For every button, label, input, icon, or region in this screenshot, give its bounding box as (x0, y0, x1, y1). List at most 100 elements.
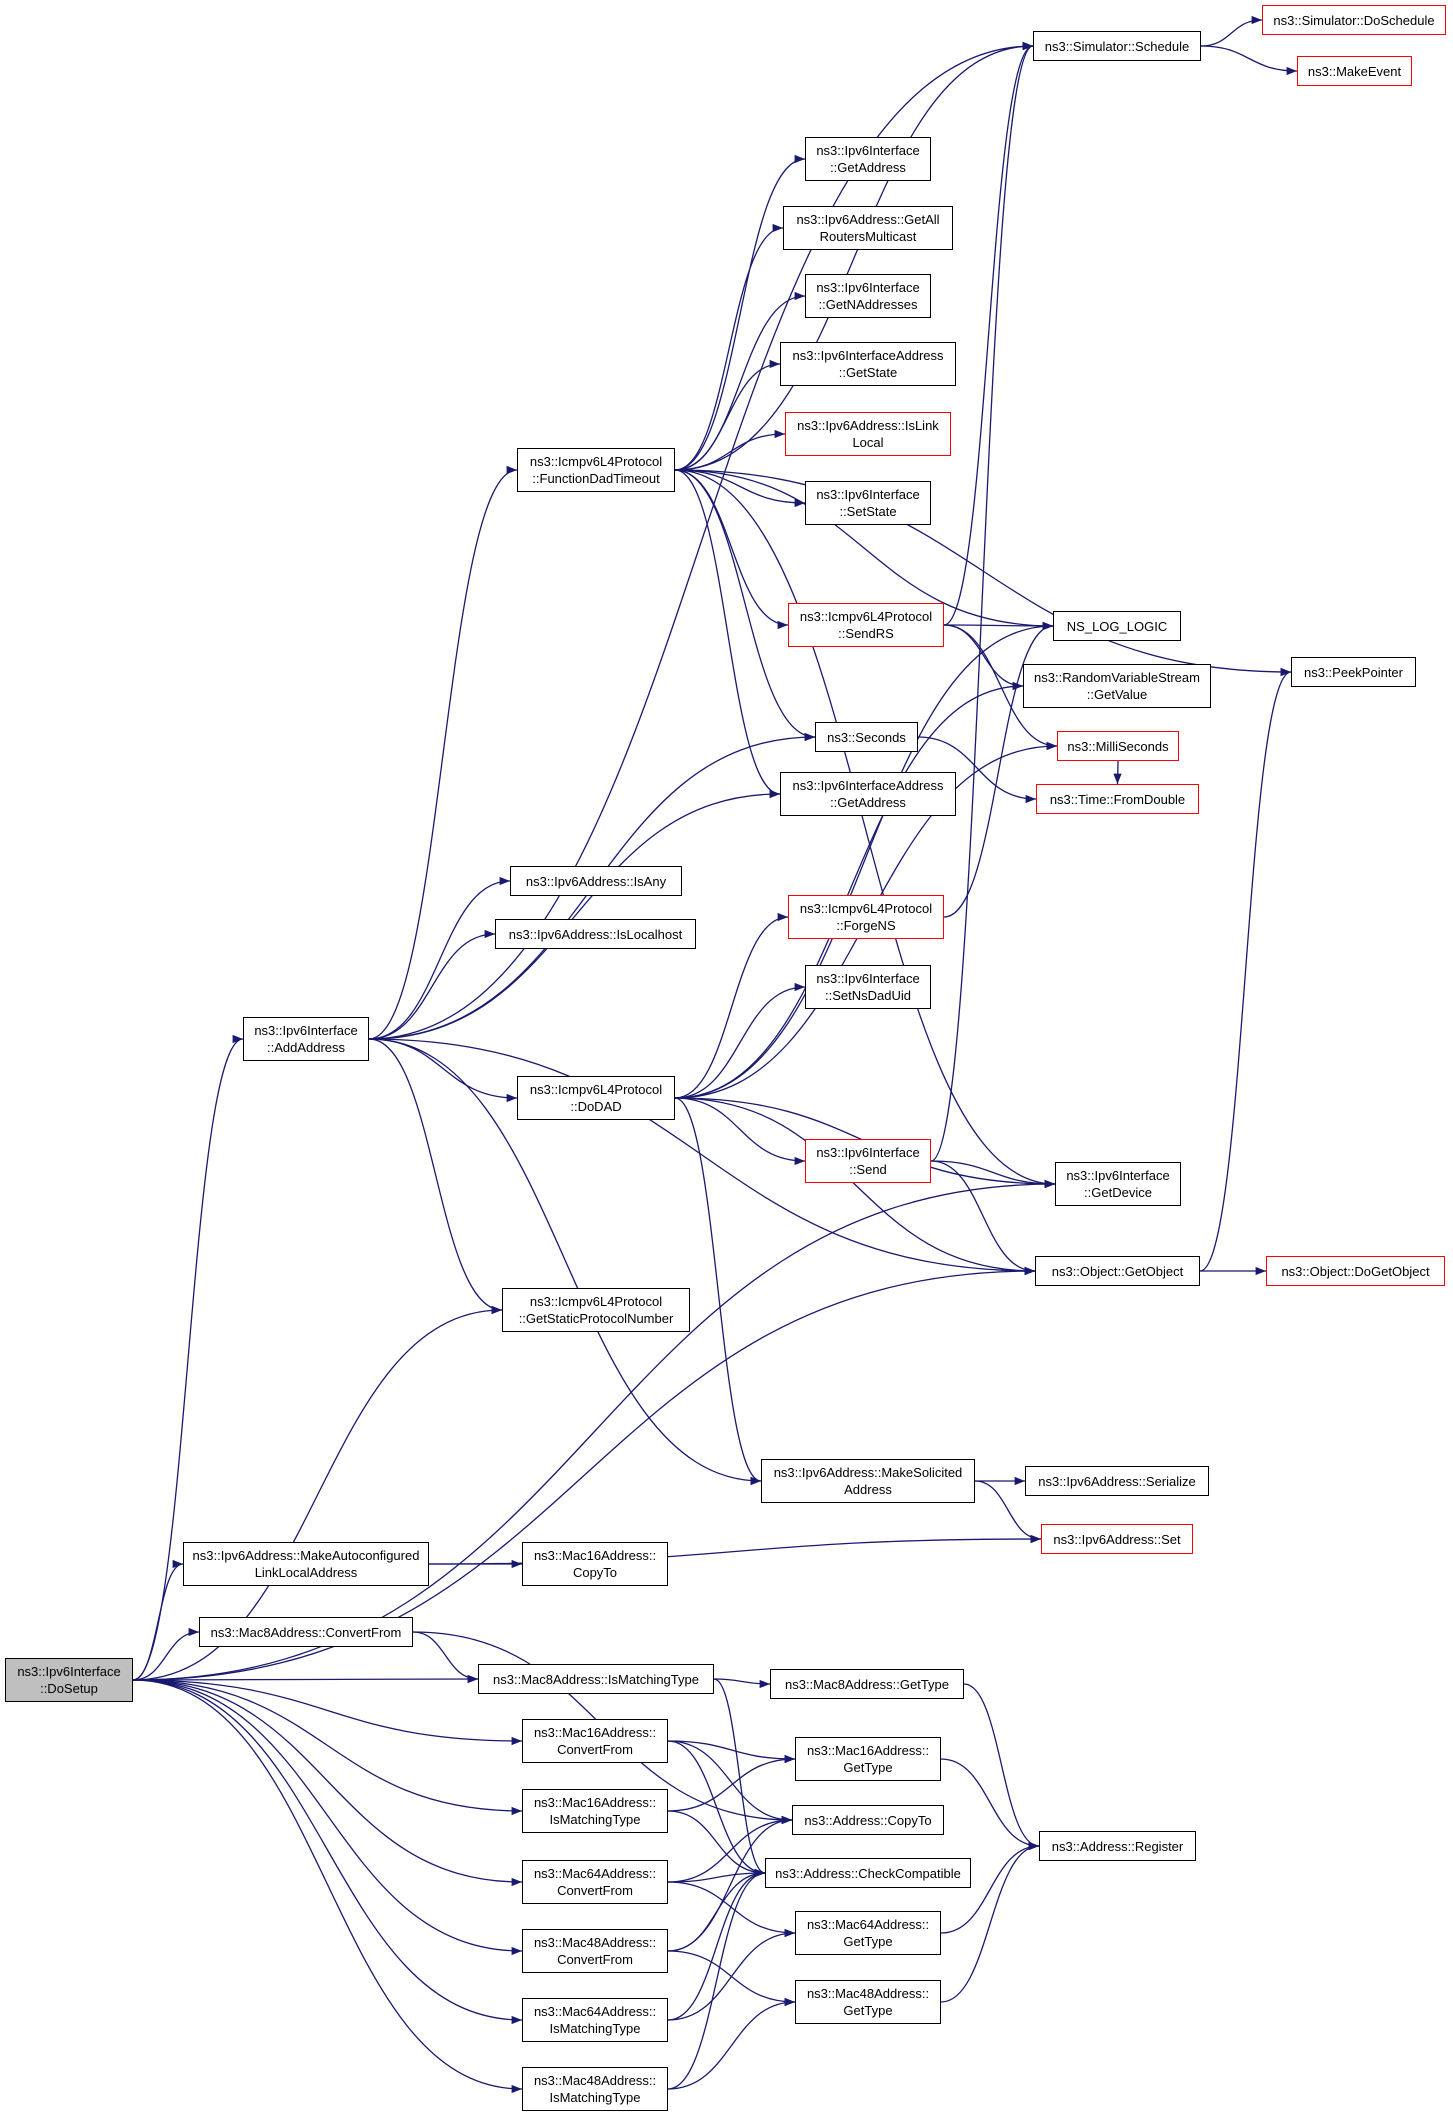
node-ipv6interface-setnsdaduid[interactable]: ns3::Ipv6Interface::SetNsDadUid (805, 965, 931, 1009)
node-label: ns3::Mac8Address::GetType (784, 1676, 950, 1692)
node-label: ::GetDevice (1084, 1185, 1152, 1200)
node-label: ns3::PeekPointer (1303, 664, 1403, 680)
node-ipv6interfaceaddress-getaddress[interactable]: ns3::Ipv6InterfaceAddress::GetAddress (780, 772, 956, 816)
call-edge (943, 621, 1054, 631)
node-ipv6address-serialize[interactable]: ns3::Ipv6Address::Serialize (1025, 1466, 1209, 1496)
call-edge (368, 465, 518, 1040)
node-label: ::GetStaticProtocolNumber (518, 1311, 674, 1326)
node-label: ns3::Ipv6Address::MakeAutoconfigured (192, 1548, 420, 1563)
call-edge (1199, 667, 1292, 1272)
node-label: ns3::Seconds (827, 729, 906, 745)
node-ipv6interface-setstate[interactable]: ns3::Ipv6Interface::SetState (805, 481, 931, 525)
call-edge (667, 1810, 766, 1878)
node-label: ::ForgeNS (836, 918, 896, 933)
node-mac48address-convertfrom[interactable]: ns3::Mac48Address::ConvertFrom (522, 1929, 668, 1973)
node-label: ns3::Ipv6Interface (816, 1145, 920, 1160)
node-mac8address-gettype[interactable]: ns3::Mac8Address::GetType (770, 1669, 964, 1699)
node-mac8address-convertfrom[interactable]: ns3::Mac8Address::ConvertFrom (199, 1617, 413, 1647)
node-label: ::FunctionDadTimeout (532, 471, 660, 486)
node-ns-log-logic[interactable]: NS_LOG_LOGIC (1053, 611, 1181, 641)
node-ipv6interface-send[interactable]: ns3::Ipv6Interface::Send (805, 1139, 931, 1183)
node-mac16address-gettype[interactable]: ns3::Mac16Address::GetType (795, 1737, 941, 1781)
node-mac64address-ismatchingtype[interactable]: ns3::Mac64Address::IsMatchingType (522, 1998, 668, 2042)
node-label: ns3::Simulator::Schedule (1044, 38, 1190, 54)
node-mac48address-ismatchingtype[interactable]: ns3::Mac48Address::IsMatchingType (522, 2067, 668, 2111)
node-label: ns3::Mac48Address:: (806, 1986, 930, 2001)
node-seconds[interactable]: ns3::Seconds (815, 722, 918, 752)
node-milliseconds[interactable]: ns3::MilliSeconds (1057, 731, 1179, 761)
node-ipv6interface-getdevice[interactable]: ns3::Ipv6Interface::GetDevice (1055, 1162, 1181, 1206)
node-address-copyto[interactable]: ns3::Address::CopyTo (792, 1805, 944, 1835)
node-label: Address (844, 1482, 892, 1497)
call-edge (674, 429, 786, 471)
call-edge (667, 1754, 796, 1812)
node-icmpv6l4protocol-getstaticprotocolnumber[interactable]: ns3::Icmpv6L4Protocol::GetStaticProtocol… (502, 1288, 690, 1332)
node-label: IsMatchingType (549, 1812, 641, 1827)
node-ipv6address-set[interactable]: ns3::Ipv6Address::Set (1041, 1524, 1193, 1554)
node-ipv6interface-dosetup[interactable]: ns3::Ipv6Interface::DoSetup (5, 1658, 133, 1702)
call-edge (1200, 45, 1298, 76)
node-object-getobject[interactable]: ns3::Object::GetObject (1035, 1256, 1200, 1286)
node-label: ns3::Ipv6Interface (1066, 1168, 1170, 1183)
node-randomvariablestream-getvalue[interactable]: ns3::RandomVariableStream::GetValue (1023, 664, 1211, 708)
node-mac16address-convertfrom[interactable]: ns3::Mac16Address::ConvertFrom (522, 1719, 668, 1763)
node-label: ns3::Icmpv6L4Protocol (529, 1082, 663, 1097)
node-icmpv6l4protocol-dodad[interactable]: ns3::Icmpv6L4Protocol::DoDAD (517, 1076, 675, 1120)
node-address-register[interactable]: ns3::Address::Register (1039, 1831, 1196, 1861)
node-simulator-schedule[interactable]: ns3::Simulator::Schedule (1033, 31, 1201, 61)
node-address-checkcompatible[interactable]: ns3::Address::CheckCompatible (765, 1858, 971, 1888)
node-icmpv6l4protocol-sendrs[interactable]: ns3::Icmpv6L4Protocol::SendRS (788, 603, 944, 647)
node-ipv6address-islocalhost[interactable]: ns3::Ipv6Address::IsLocalhost (495, 919, 696, 949)
call-edge (674, 469, 781, 799)
node-label: ns3::Ipv6Address::IsLocalhost (508, 926, 683, 942)
node-mac8address-ismatchingtype[interactable]: ns3::Mac8Address::IsMatchingType (478, 1664, 714, 1694)
node-mac48address-gettype[interactable]: ns3::Mac48Address::GetType (795, 1980, 941, 2024)
node-object-dogetobject[interactable]: ns3::Object::DoGetObject (1266, 1256, 1445, 1286)
call-edge (428, 1534, 1042, 1565)
call-edge (674, 41, 1034, 471)
call-edge (943, 41, 1034, 626)
node-label: ns3::Mac64Address:: (533, 1866, 657, 1881)
node-label: ns3::RandomVariableStream (1034, 670, 1200, 685)
node-ipv6interfaceaddress-getstate[interactable]: ns3::Ipv6InterfaceAddress::GetState (780, 342, 956, 386)
call-edge (667, 1868, 766, 1952)
call-edge (930, 1160, 1056, 1189)
node-time-fromdouble[interactable]: ns3::Time::FromDouble (1036, 784, 1199, 814)
call-edge (132, 1674, 479, 1684)
node-mac16address-ismatchingtype[interactable]: ns3::Mac16Address::IsMatchingType (522, 1789, 668, 1833)
node-mac16address-copyto[interactable]: ns3::Mac16Address::CopyTo (522, 1542, 668, 1586)
node-ipv6interface-addaddress[interactable]: ns3::Ipv6Interface::AddAddress (243, 1017, 369, 1061)
call-edge (674, 469, 816, 742)
call-edge (667, 1740, 766, 1878)
call-edge (368, 1038, 518, 1103)
call-edge (674, 982, 806, 1099)
node-label: IsMatchingType (549, 2090, 641, 2105)
node-label: IsMatchingType (549, 2021, 641, 2036)
node-makeevent[interactable]: ns3::MakeEvent (1297, 56, 1412, 86)
call-edge (368, 789, 781, 1040)
node-label: ns3::Icmpv6L4Protocol (799, 609, 933, 624)
node-label: ns3::Mac8Address::IsMatchingType (493, 1671, 699, 1687)
node-label: ns3::Ipv6Interface (816, 280, 920, 295)
call-edge (667, 1815, 793, 1883)
node-ipv6interface-getaddress[interactable]: ns3::Ipv6Interface::GetAddress (805, 137, 931, 181)
call-edge (132, 1179, 1056, 1681)
node-icmpv6l4protocol-functiondadtimeout[interactable]: ns3::Icmpv6L4Protocol::FunctionDadTimeou… (517, 448, 675, 492)
node-label: ns3::Mac48Address:: (533, 2073, 657, 2088)
node-label: ns3::Ipv6Interface (17, 1664, 121, 1679)
node-mac64address-gettype[interactable]: ns3::Mac64Address::GetType (795, 1911, 941, 1955)
call-edge (940, 1841, 1040, 1934)
node-ipv6interface-getnaddresses[interactable]: ns3::Ipv6Interface::GetNAddresses (805, 274, 931, 318)
node-simulator-doschedule[interactable]: ns3::Simulator::DoSchedule (1262, 5, 1446, 35)
call-edge (368, 41, 1034, 1040)
node-icmpv6l4protocol-forgens[interactable]: ns3::Icmpv6L4Protocol::ForgeNS (788, 895, 944, 939)
call-edge (132, 1679, 523, 2025)
node-mac64address-convertfrom[interactable]: ns3::Mac64Address::ConvertFrom (522, 1860, 668, 1904)
call-edge (667, 1868, 766, 2021)
node-ipv6address-isany[interactable]: ns3::Ipv6Address::IsAny (510, 866, 682, 896)
node-peekpointer[interactable]: ns3::PeekPointer (1291, 657, 1416, 687)
